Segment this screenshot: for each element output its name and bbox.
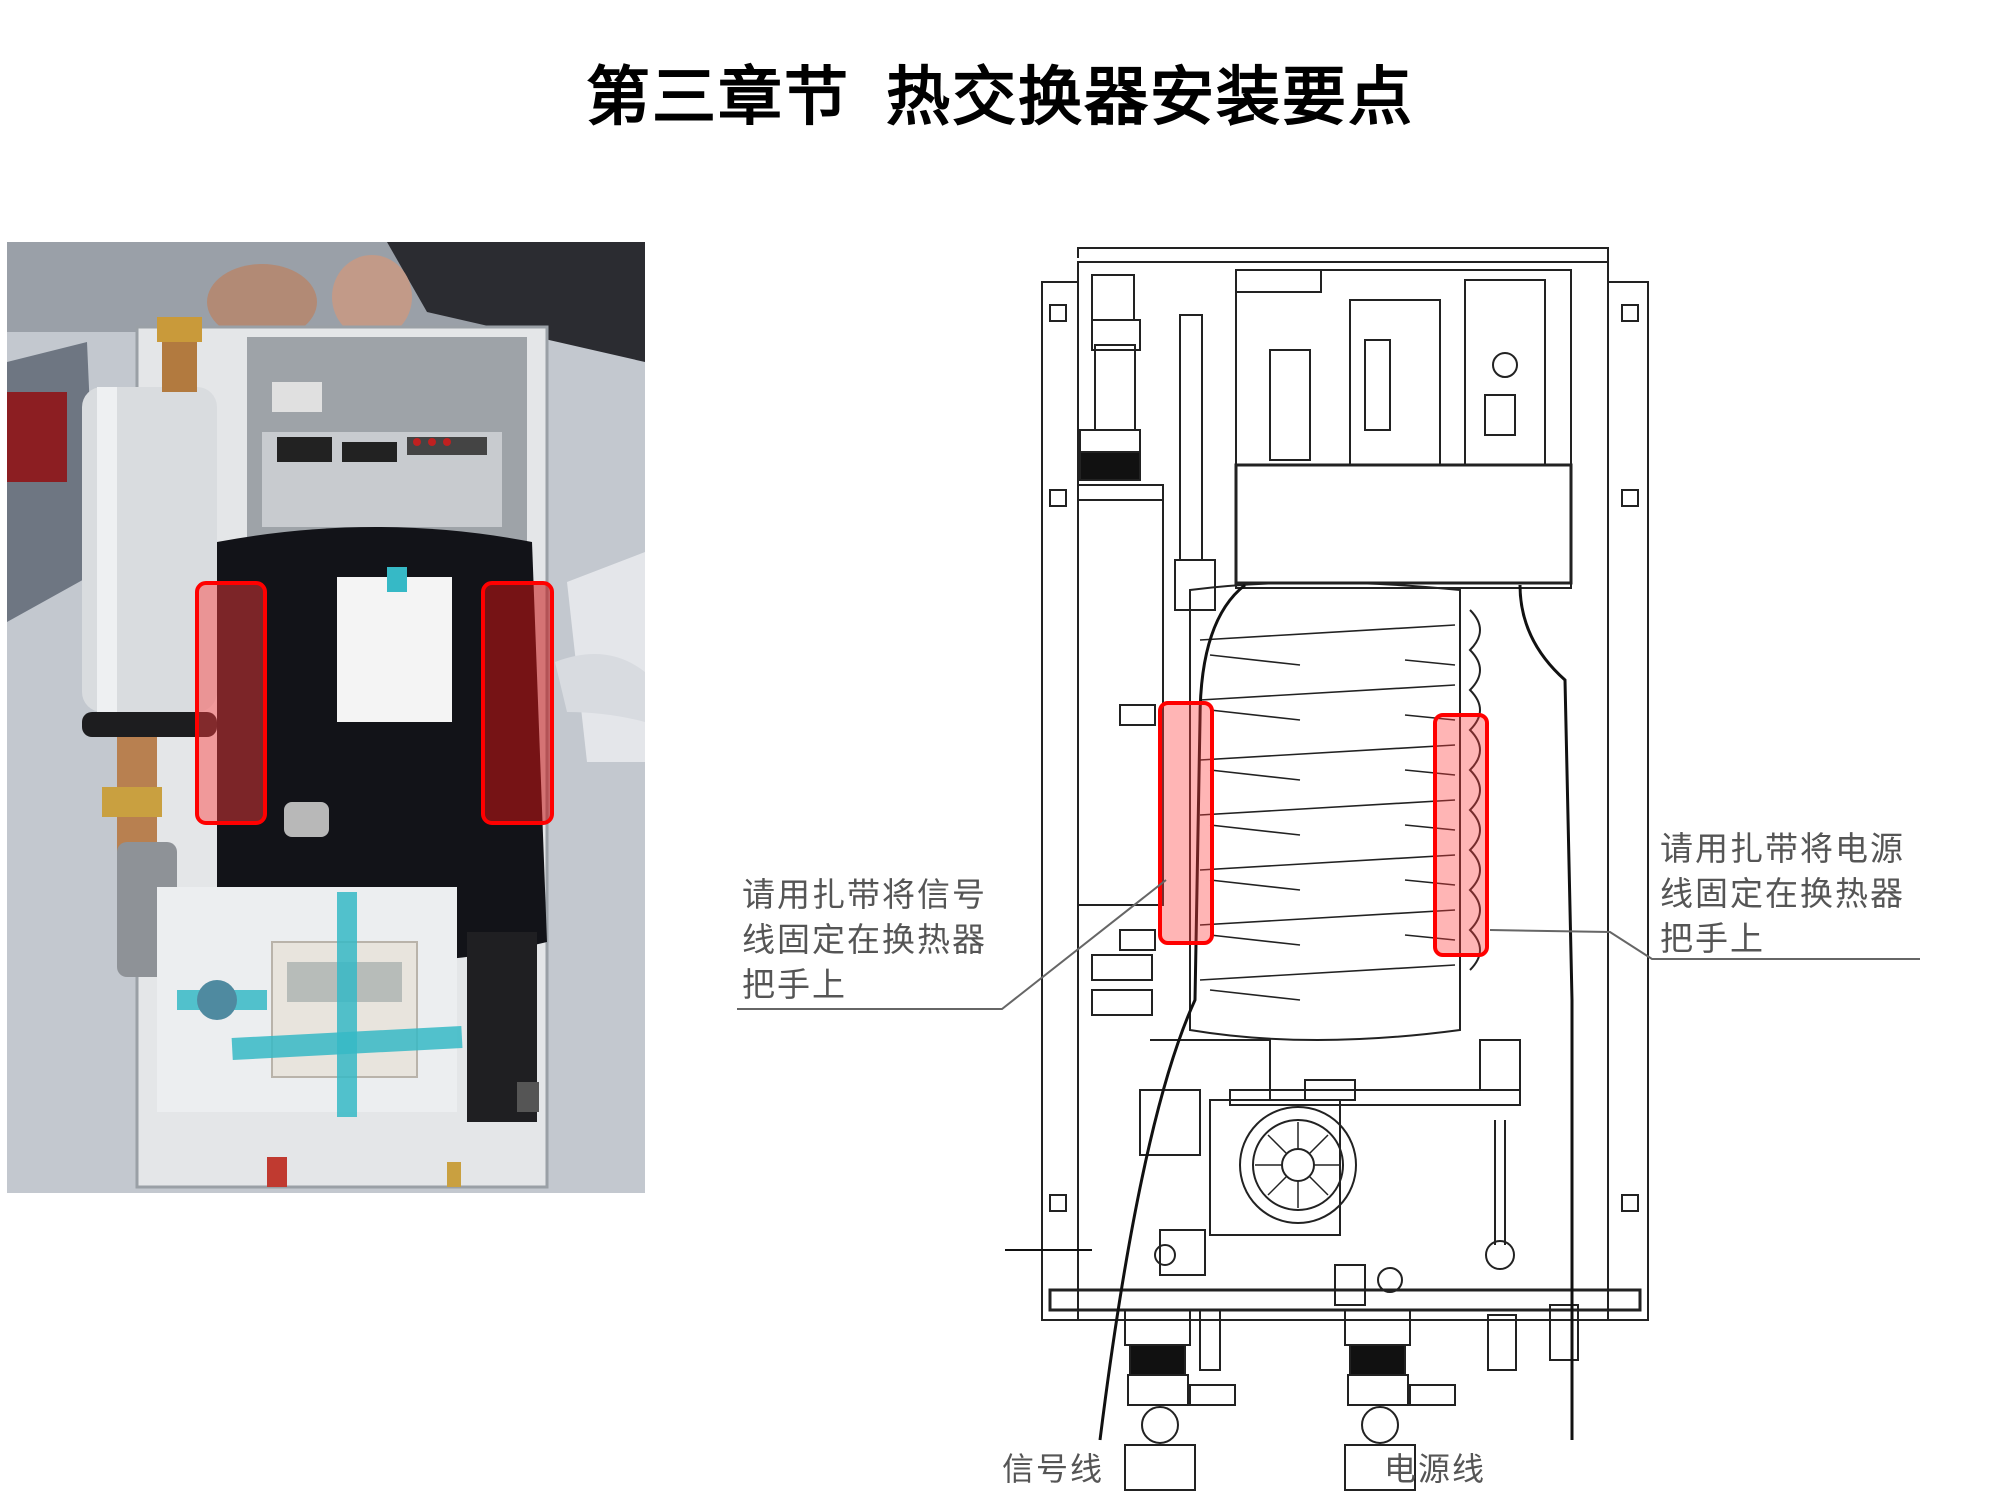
title-chapter: 第三章节 (586, 60, 850, 135)
diagram-highlight-power-handle (1433, 713, 1489, 957)
callout-line: 线固定在换热器 (1660, 874, 1905, 913)
installation-photo (7, 242, 645, 1193)
title-topic: 热交换器安装要点 (886, 60, 1414, 135)
signal-wire-callout: 请用扎带将信号 线固定在换热器 把手上 (742, 872, 1022, 1007)
callout-line: 请用扎带将信号 (742, 875, 987, 914)
unit-diagram (1005, 247, 1649, 1491)
callout-line: 请用扎带将电源 (1660, 829, 1905, 868)
callout-line: 把手上 (1660, 919, 1765, 958)
diagram-highlight-signal-handle (1158, 701, 1214, 945)
page-title: 第三章节热交换器安装要点 (0, 46, 2000, 138)
photo-illustration (7, 242, 645, 1193)
signal-wire-label: 信号线 (1002, 1450, 1105, 1488)
callout-line: 线固定在换热器 (742, 920, 987, 959)
power-wire-label: 电源线 (1384, 1450, 1487, 1488)
power-wire-callout: 请用扎带将电源 线固定在换热器 把手上 (1660, 826, 1940, 961)
photo-highlight-left-handle (195, 581, 267, 825)
photo-highlight-right-handle (481, 581, 554, 825)
callout-line: 把手上 (742, 965, 847, 1004)
